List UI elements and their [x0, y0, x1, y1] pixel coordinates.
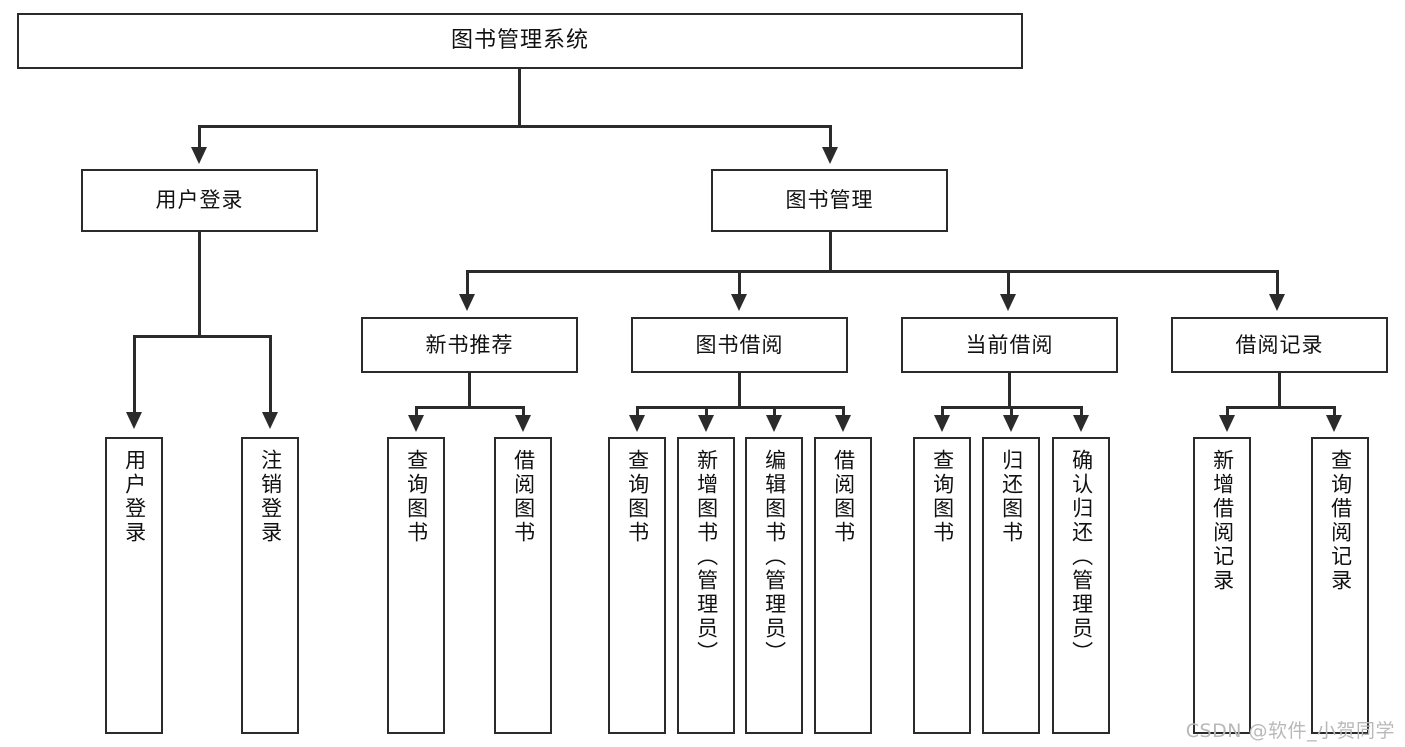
node-label: 归还图书 [999, 449, 1024, 545]
arrow-to-current-borrow [1000, 294, 1016, 311]
connector-currentborrow-drop-2 [1010, 406, 1013, 418]
leaf-borrow-book-recommend[interactable]: 借阅图书 [494, 437, 552, 734]
node-label: 确认归还（管理员） [1069, 449, 1094, 665]
arrow-to-book-manage [822, 147, 838, 164]
arrow-to-borrow-record [1269, 294, 1285, 311]
node-label: 用户登录 [155, 188, 244, 213]
connector-root-bus [198, 125, 832, 128]
connector-bookmanage-bus [466, 270, 1278, 273]
connector-currentborrow-drop-3 [1080, 406, 1083, 418]
connector-currentborrow-drop-1 [941, 406, 944, 418]
arrow-to-leaf-borrow-book-1 [515, 415, 531, 432]
connector-bookborrow-stem [738, 373, 741, 409]
node-label: 查询图书 [404, 449, 429, 545]
connector-newbook-stem [468, 373, 471, 409]
arrow-to-leaf-return-book [1003, 415, 1019, 432]
connector-bookmanage-stem [829, 232, 832, 272]
connector-userlogin-drop-1 [133, 335, 136, 415]
connector-bookborrow-bus [636, 406, 845, 409]
leaf-user-login[interactable]: 用户登录 [105, 437, 163, 734]
node-label: 用户登录 [122, 449, 147, 545]
connector-bookborrow-drop-1 [636, 406, 639, 418]
connector-borrowrecord-drop-1 [1226, 406, 1229, 418]
connector-root-drop-left [198, 125, 201, 151]
node-new-book-recommend[interactable]: 新书推荐 [361, 317, 578, 373]
node-label: 图书管理 [785, 188, 874, 213]
node-label: 编辑图书（管理员） [762, 449, 787, 665]
node-label: 注销登录 [258, 449, 283, 545]
node-label: 查询图书 [930, 449, 955, 545]
arrow-to-leaf-borrow-book-2 [835, 415, 851, 432]
connector-userlogin-stem [198, 232, 201, 337]
node-label: 借阅记录 [1235, 332, 1324, 357]
leaf-edit-book-admin[interactable]: 编辑图书（管理员） [745, 437, 803, 734]
connector-bookmanage-drop-1 [466, 270, 469, 297]
arrow-to-leaf-edit-book [766, 415, 782, 432]
node-label: 新增借阅记录 [1210, 449, 1235, 593]
connector-newbook-bus [415, 406, 525, 409]
leaf-logout[interactable]: 注销登录 [241, 437, 299, 734]
node-book-manage[interactable]: 图书管理 [711, 169, 948, 232]
connector-bookborrow-drop-4 [842, 406, 845, 418]
connector-userlogin-drop-2 [269, 335, 272, 415]
leaf-add-book-admin[interactable]: 新增图书（管理员） [677, 437, 735, 734]
connector-currentborrow-stem [1008, 373, 1011, 409]
connector-newbook-drop-2 [522, 406, 525, 418]
node-label: 查询图书 [625, 449, 650, 545]
node-label: 新增图书（管理员） [694, 449, 719, 665]
leaf-query-borrow-record[interactable]: 查询借阅记录 [1311, 437, 1369, 734]
connector-bookmanage-drop-3 [1007, 270, 1010, 297]
node-label: 图书借阅 [695, 332, 784, 357]
connector-borrowrecord-bus [1226, 406, 1336, 409]
leaf-confirm-return-admin[interactable]: 确认归还（管理员） [1052, 437, 1110, 734]
connector-borrowrecord-drop-2 [1333, 406, 1336, 418]
connector-bookborrow-drop-2 [705, 406, 708, 418]
leaf-return-book[interactable]: 归还图书 [982, 437, 1040, 734]
leaf-add-borrow-record[interactable]: 新增借阅记录 [1193, 437, 1251, 734]
arrow-to-leaf-query-book-3 [934, 415, 950, 432]
leaf-query-book-recommend[interactable]: 查询图书 [387, 437, 445, 734]
node-book-borrow[interactable]: 图书借阅 [631, 317, 848, 373]
connector-root-stem [518, 69, 521, 127]
connector-bookborrow-drop-3 [773, 406, 776, 418]
node-borrow-record[interactable]: 借阅记录 [1171, 317, 1388, 373]
connector-root-drop-right [829, 125, 832, 151]
node-label: 图书管理系统 [450, 28, 589, 54]
arrow-to-new-book-recommend [459, 294, 475, 311]
node-current-borrow[interactable]: 当前借阅 [901, 317, 1118, 373]
arrow-to-leaf-user-login [126, 412, 142, 429]
arrow-to-leaf-logout [262, 412, 278, 429]
arrow-to-leaf-query-book-2 [629, 415, 645, 432]
node-label: 借阅图书 [831, 449, 856, 545]
leaf-borrow-book[interactable]: 借阅图书 [814, 437, 872, 734]
arrow-to-leaf-add-book [698, 415, 714, 432]
connector-bookmanage-drop-4 [1276, 270, 1279, 297]
arrow-to-leaf-query-book-1 [408, 415, 424, 432]
arrow-to-leaf-confirm-return [1073, 415, 1089, 432]
node-label: 借阅图书 [511, 449, 536, 545]
node-root-system[interactable]: 图书管理系统 [17, 13, 1023, 69]
connector-borrowrecord-stem [1278, 373, 1281, 409]
arrow-to-leaf-query-record [1326, 415, 1342, 432]
arrow-to-book-borrow [731, 294, 747, 311]
node-label: 查询借阅记录 [1328, 449, 1353, 593]
arrow-to-user-login [191, 147, 207, 164]
leaf-query-book-borrow[interactable]: 查询图书 [608, 437, 666, 734]
connector-newbook-drop-1 [415, 406, 418, 418]
leaf-query-book-current[interactable]: 查询图书 [913, 437, 971, 734]
arrow-to-leaf-add-record [1219, 415, 1235, 432]
node-user-login[interactable]: 用户登录 [81, 169, 318, 232]
connector-userlogin-bus [133, 335, 272, 338]
node-label: 当前借阅 [965, 332, 1054, 357]
node-label: 新书推荐 [425, 332, 514, 357]
connector-bookmanage-drop-2 [738, 270, 741, 297]
